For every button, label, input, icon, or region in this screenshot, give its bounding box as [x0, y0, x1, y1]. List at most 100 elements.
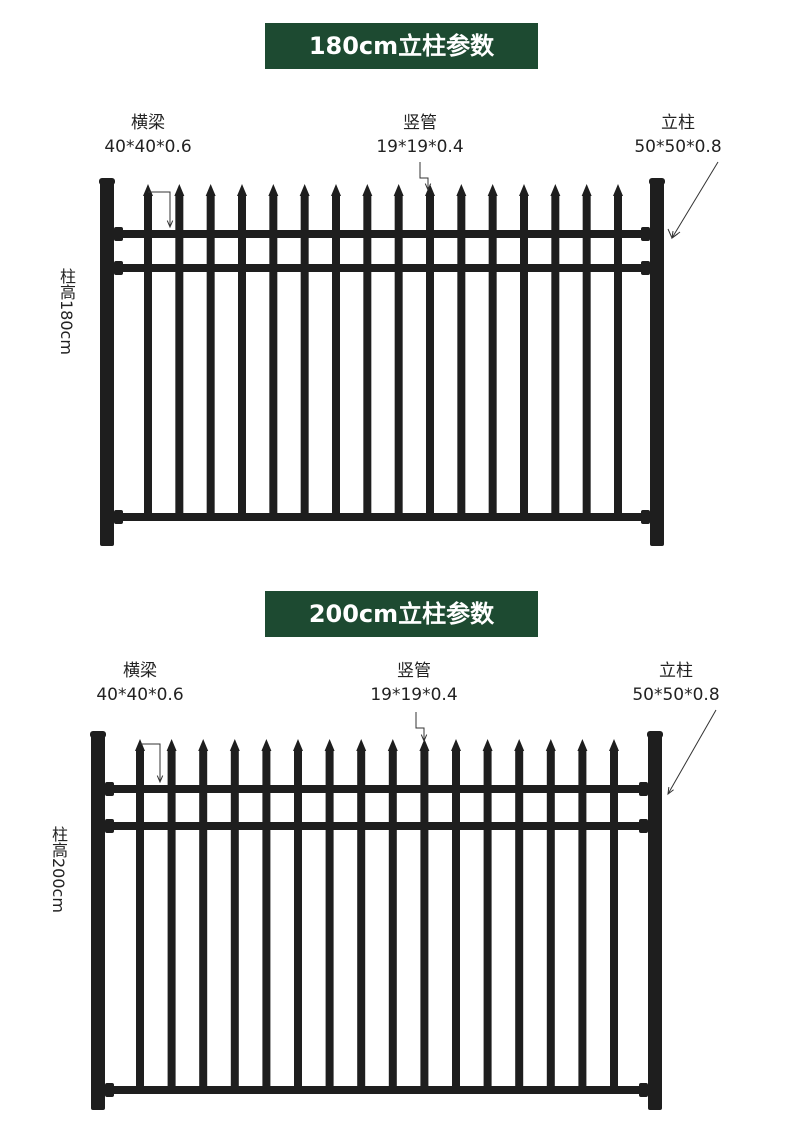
picket-spike — [545, 739, 556, 751]
picket-label: 竖管 — [397, 661, 431, 681]
rail-bracket — [105, 1083, 114, 1097]
picket-collar — [458, 194, 465, 198]
picket-spike — [456, 184, 467, 196]
post-annotation-arrow — [671, 161, 719, 239]
picket — [610, 749, 618, 1094]
picket-collar — [295, 749, 301, 753]
picket — [582, 194, 591, 521]
picket-spike — [261, 739, 272, 751]
post-label: 立柱 — [661, 113, 695, 133]
picket-collar — [611, 749, 617, 753]
rail-bracket — [639, 1083, 648, 1097]
picket-collar — [484, 749, 491, 753]
rail-label: 横梁 — [131, 113, 165, 133]
picket-spike — [362, 184, 373, 196]
arrow-head — [420, 734, 428, 743]
picket — [457, 194, 466, 521]
picket-spec: 19*19*0.4 — [370, 685, 458, 705]
picket-spike — [419, 739, 430, 751]
picket-spike — [451, 739, 461, 751]
horizontal-rail — [114, 230, 650, 238]
picket-collar — [358, 749, 365, 753]
picket — [136, 749, 144, 1094]
arrow-head — [166, 220, 174, 229]
picket-spike — [237, 184, 247, 196]
picket — [551, 194, 560, 521]
rail-bracket — [641, 261, 650, 275]
picket-spike — [581, 184, 592, 196]
fence-post — [100, 180, 114, 546]
picket — [175, 194, 184, 521]
picket-spike — [143, 184, 153, 196]
picket-collar — [200, 749, 207, 753]
picket-collar — [207, 194, 214, 198]
picket-spike — [299, 184, 310, 196]
picket-spike — [482, 739, 493, 751]
rail-bracket — [114, 261, 123, 275]
picket-spike — [487, 184, 498, 196]
picket-spike — [577, 739, 588, 751]
picket — [388, 749, 397, 1094]
horizontal-rail — [105, 822, 648, 830]
fence-diagram — [90, 709, 717, 1110]
horizontal-rail — [114, 264, 650, 272]
rail-bracket — [114, 510, 123, 524]
picket-collar — [583, 194, 590, 198]
rail-label: 横梁 — [123, 661, 157, 681]
picket — [363, 194, 372, 521]
arrow-head — [156, 775, 164, 784]
post-annotation-arrow — [667, 709, 717, 795]
picket — [483, 749, 492, 1094]
picket-spike — [550, 184, 561, 196]
fence-diagram — [99, 161, 719, 546]
picket — [426, 194, 434, 521]
picket-spike — [387, 739, 398, 751]
picket-spike — [331, 184, 341, 196]
picket-spike — [514, 739, 525, 751]
picket-spike — [229, 739, 240, 751]
picket-label: 竖管 — [403, 113, 437, 133]
picket — [167, 749, 176, 1094]
section-title-banner: 200cm立柱参数 — [265, 591, 538, 637]
picket — [206, 194, 215, 521]
horizontal-rail — [105, 1086, 648, 1094]
picket — [520, 194, 528, 521]
post-spec: 50*50*0.8 — [632, 685, 720, 705]
picket — [144, 194, 152, 521]
picket — [452, 749, 460, 1094]
picket — [262, 749, 271, 1094]
picket-spike — [356, 739, 367, 751]
fence-post — [91, 733, 105, 1110]
picket-collar — [137, 749, 143, 753]
picket-spike — [393, 184, 404, 196]
rail-annotation-arrow — [140, 743, 161, 782]
post-cap — [647, 731, 663, 738]
picket-collar — [389, 749, 396, 753]
picket-annotation-arrow — [419, 162, 429, 190]
arrow-head — [667, 786, 674, 796]
picket — [199, 749, 208, 1094]
picket-spec: 19*19*0.4 — [376, 137, 464, 157]
horizontal-rail — [114, 513, 650, 521]
picket-collar — [521, 194, 527, 198]
rail-bracket — [114, 227, 123, 241]
picket-spike — [609, 739, 619, 751]
rail-annotation-arrow — [148, 191, 171, 227]
picket-spike — [613, 184, 623, 196]
picket — [269, 194, 278, 521]
picket-annotation-arrow — [415, 712, 425, 741]
picket-collar — [168, 749, 175, 753]
picket — [325, 749, 334, 1094]
rail-bracket — [105, 819, 114, 833]
picket-collar — [270, 194, 277, 198]
picket-spike — [324, 739, 335, 751]
fence-spec-section-180: 180cm立柱参数 横梁 40*40*0.6 竖管 19*19*0.4 立柱 5… — [0, 0, 790, 560]
picket — [332, 194, 340, 521]
picket-collar — [145, 194, 151, 198]
rail-bracket — [641, 227, 650, 241]
post-spec: 50*50*0.8 — [634, 137, 722, 157]
picket-collar — [176, 194, 183, 198]
picket-collar — [364, 194, 371, 198]
post-height-label: 柱高200cm — [49, 826, 68, 913]
picket-spike — [166, 739, 177, 751]
